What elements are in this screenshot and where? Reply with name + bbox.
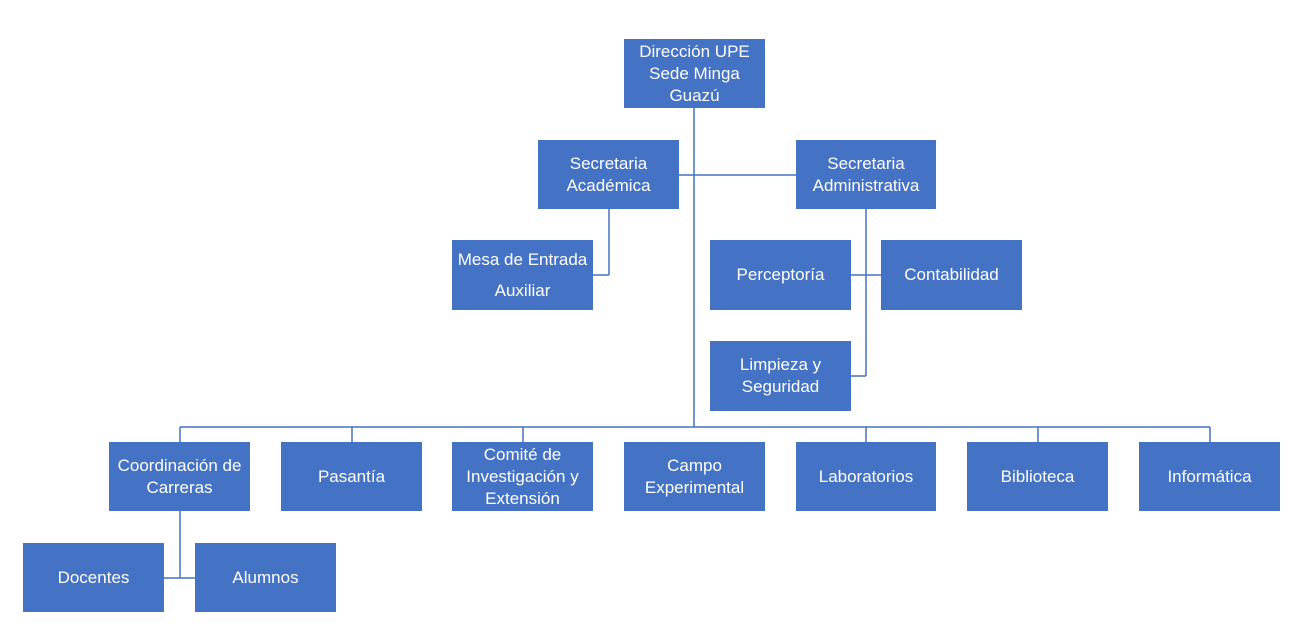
node-biblioteca: Biblioteca <box>967 442 1108 511</box>
node-informatica: Informática <box>1139 442 1280 511</box>
node-docentes: Docentes <box>23 543 164 612</box>
node-label: Campo Experimental <box>644 455 745 497</box>
node-limpieza-seguridad: Limpieza y Seguridad <box>710 341 851 411</box>
node-direccion: Dirección UPE Sede Minga Guazú <box>624 39 765 108</box>
node-label: Biblioteca <box>1000 466 1075 486</box>
node-label: Informática <box>1167 466 1252 486</box>
node-label: Comité de Investigación y Extensión <box>466 444 579 508</box>
node-label: Secretaria Administrativa <box>812 153 920 195</box>
node-alumnos: Alumnos <box>195 543 336 612</box>
node-mesa-de-entrada: Mesa de Entrada Auxiliar <box>452 240 593 310</box>
node-pasantia: Pasantía <box>281 442 422 511</box>
node-label: Limpieza y Seguridad <box>739 355 822 396</box>
node-comite-investigacion: Comité de Investigación y Extensión <box>452 442 593 511</box>
node-label: Docentes <box>57 567 130 587</box>
node-campo-experimental: Campo Experimental <box>624 442 765 511</box>
node-label: Pasantía <box>317 466 386 486</box>
node-label: Secretaria Académica <box>566 153 651 195</box>
node-contabilidad: Contabilidad <box>881 240 1022 310</box>
node-laboratorios: Laboratorios <box>796 442 936 511</box>
node-label: Mesa de Entrada Auxiliar <box>457 250 588 300</box>
node-label: Dirección UPE Sede Minga Guazú <box>639 41 750 105</box>
node-perceptoria: Perceptoría <box>710 240 851 310</box>
node-label: Alumnos <box>232 567 299 587</box>
node-secretaria-administrativa: Secretaria Administrativa <box>796 140 936 209</box>
node-coordinacion-carreras: Coordinación de Carreras <box>109 442 250 511</box>
node-label: Coordinación de Carreras <box>117 455 242 497</box>
node-secretaria-academica: Secretaria Académica <box>538 140 679 209</box>
node-label: Perceptoría <box>736 265 825 284</box>
node-label: Laboratorios <box>818 466 914 486</box>
node-label: Contabilidad <box>904 265 999 284</box>
